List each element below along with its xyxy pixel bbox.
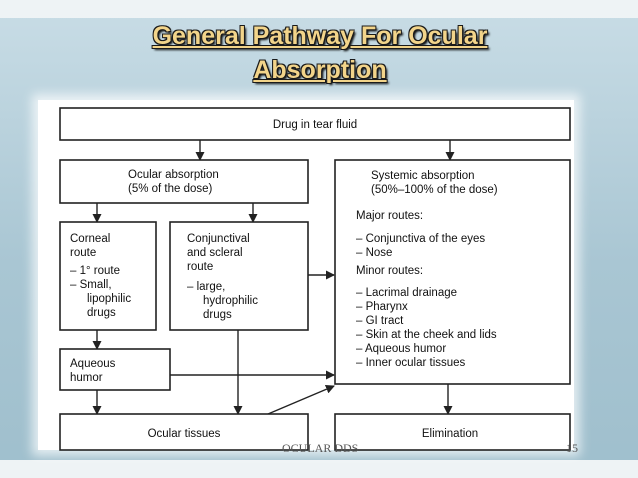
systemic-line-9: – GI tract: [356, 315, 404, 327]
aqueous-line-2: humor: [70, 372, 103, 384]
systemic-line-12: – Inner ocular tissues: [356, 357, 466, 369]
systemic-line-11: – Aqueous humor: [356, 343, 446, 355]
bottom-decorative-band: [0, 460, 638, 478]
connectors: [92, 140, 455, 415]
systemic-line-3: Major routes:: [356, 210, 423, 222]
ocular-absorption-line-2: (5% of the dose): [128, 183, 213, 195]
aqueous-line-1: Aqueous: [70, 358, 116, 370]
corneal-line-1: Corneal: [70, 233, 110, 245]
corneal-line-4: – Small,: [70, 279, 112, 291]
drug-in-tear-fluid-box: [59, 107, 571, 141]
systemic-line-10: – Skin at the cheek and lids: [356, 329, 497, 341]
footer-text: OCULAR DDS: [282, 441, 359, 455]
systemic-line-6: Minor routes:: [356, 265, 423, 277]
conjunctival-line-3: route: [187, 261, 213, 273]
slide-title-line-2: Absorption: [253, 56, 387, 84]
corneal-line-2: route: [70, 247, 96, 259]
conjunctival-line-1: Conjunctival: [187, 233, 250, 245]
arrow-ocular-tissues-to-systemic: [267, 384, 335, 415]
ocular-tissues-label: Ocular tissues: [148, 428, 221, 440]
page-number: 15: [566, 441, 578, 455]
elimination-label: Elimination: [422, 428, 478, 440]
corneal-line-5: lipophilic: [87, 293, 131, 305]
drug-in-tear-fluid-label: Drug in tear fluid: [273, 119, 357, 131]
corneal-line-6: drugs: [87, 307, 116, 319]
conjunctival-line-2: and scleral: [187, 247, 243, 259]
top-decorative-band: [0, 0, 638, 18]
slide-title-line-1: General Pathway For Ocular: [152, 22, 488, 50]
ocular-absorption-line-1: Ocular absorption: [128, 169, 219, 181]
corneal-line-3: – 1° route: [70, 265, 120, 277]
systemic-line-2: (50%–100% of the dose): [371, 184, 498, 196]
aqueous-humor-box: [59, 348, 171, 391]
ocular-absorption-box: [59, 159, 309, 204]
conjunctival-scleral-route-box: [169, 221, 309, 331]
systemic-line-5: – Nose: [356, 247, 392, 259]
conjunctival-line-4: – large,: [187, 281, 225, 293]
systemic-absorption-box: [334, 159, 571, 385]
conjunctival-line-5: hydrophilic: [203, 295, 258, 307]
systemic-line-1: Systemic absorption: [371, 170, 475, 182]
systemic-line-7: – Lacrimal drainage: [356, 287, 457, 299]
corneal-route-box: [59, 221, 157, 331]
elimination-box: [334, 413, 571, 451]
systemic-line-8: – Pharynx: [356, 301, 408, 313]
systemic-line-4: – Conjunctiva of the eyes: [356, 233, 485, 245]
ocular-tissues-box: [59, 413, 309, 451]
conjunctival-line-6: drugs: [203, 309, 232, 321]
